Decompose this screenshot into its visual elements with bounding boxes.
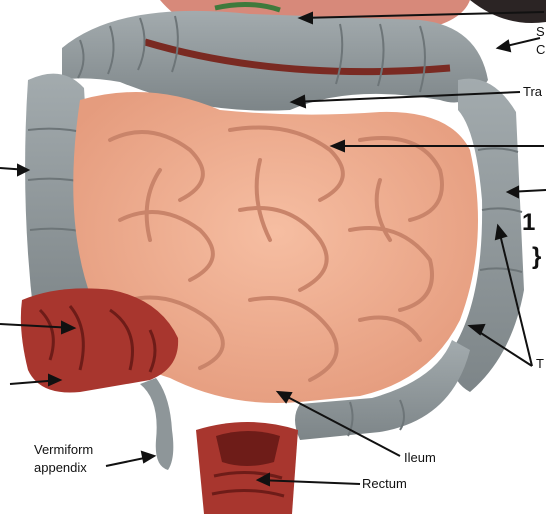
partial-label-transverse: Tra: [523, 84, 543, 99]
vermiform-appendix: [140, 378, 174, 470]
descending-colon: [451, 78, 524, 393]
partial-label-brace: }: [532, 243, 542, 270]
rectum-lumen: [216, 431, 280, 466]
cecum-folds: [38, 305, 157, 373]
sigmoid-colon: [295, 340, 470, 440]
label-ileum: Ileum: [404, 450, 436, 465]
transverse-colon: [62, 10, 488, 111]
dark-corner-top-right: [470, 0, 546, 24]
label-arrows: [0, 11, 546, 487]
small-intestine: [73, 92, 478, 403]
cecum-section: [20, 288, 179, 393]
transverse-colon-band: [144, 38, 451, 76]
partial-label-c: C: [536, 42, 546, 57]
partial-label-s: S: [536, 24, 545, 39]
label-vermiform: Vermiform: [34, 442, 94, 457]
label-rectum: Rectum: [362, 476, 407, 491]
rectum-folds: [211, 470, 285, 498]
partial-label-t: T: [536, 356, 544, 371]
small-intestine-loops: [108, 125, 444, 382]
stomach-vessel: [214, 1, 281, 13]
label-appendix: appendix: [34, 460, 87, 475]
partial-label-one: 1: [522, 209, 536, 236]
colon-haustra: [27, 15, 523, 437]
